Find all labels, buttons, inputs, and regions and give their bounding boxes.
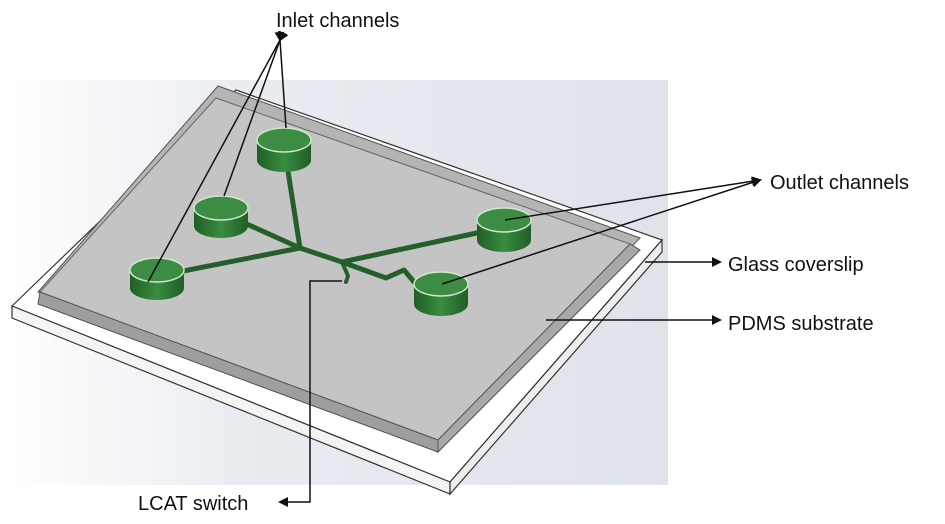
lcat-arrow [278,280,342,507]
inlet-arrow-2 [223,30,288,197]
inlet-arrow-3 [274,31,287,129]
inlet-well-1 [129,257,185,300]
outlet-well-1 [476,207,532,252]
inlet-channels-label: Inlet channels [276,10,400,32]
lcat-switch-label: LCAT switch [138,493,249,515]
pdms-substrate-label: PDMS substrate [728,313,874,335]
outlet-arrow-2 [441,177,762,285]
inlet-arrow-1 [147,30,289,283]
inlet-well-3 [256,127,312,172]
outlet-well-2 [413,271,469,316]
glass-coverslip-label: Glass coverslip [728,254,864,276]
annotation-arrows [147,30,762,507]
outlet-arrow-1 [504,176,762,221]
inlet-well-2 [193,195,249,238]
outlet-channels-label: Outlet channels [770,172,909,194]
pdms-substrate [37,85,641,454]
